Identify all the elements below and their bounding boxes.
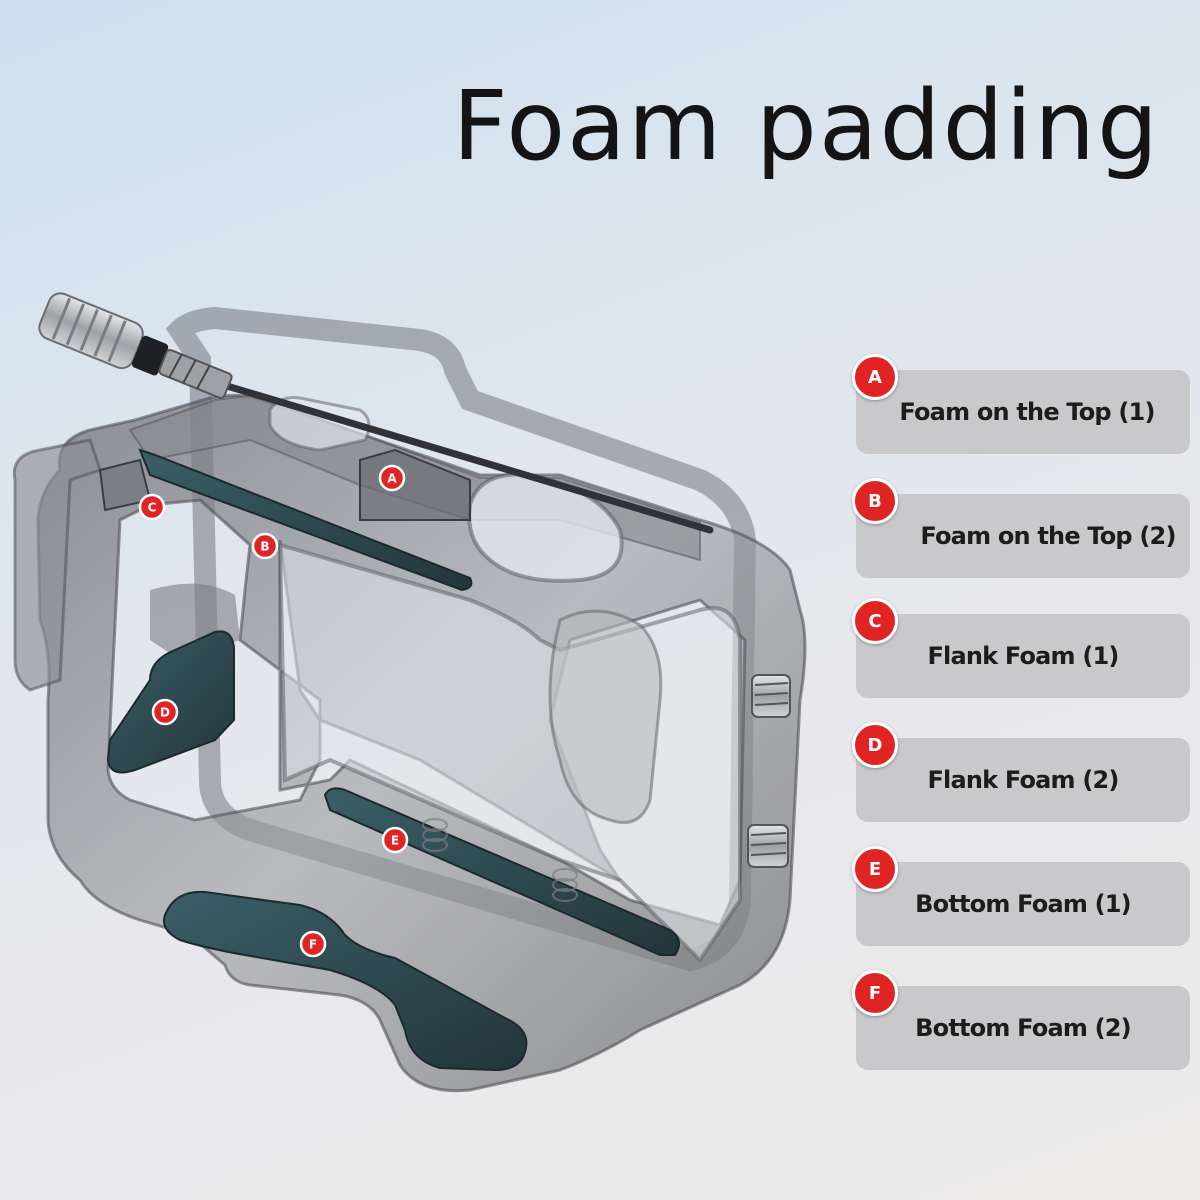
- legend-label-e: Bottom Foam (1): [915, 890, 1131, 918]
- legend-item-c: C Flank Foam (1): [852, 598, 1190, 698]
- legend-label-d: Flank Foam (2): [927, 766, 1119, 794]
- foam-pad-b: [138, 448, 473, 592]
- legend-item-d: D Flank Foam (2): [852, 722, 1190, 822]
- legend-badge-f: F: [852, 970, 898, 1016]
- legend-item-a: A Foam on the Top (1): [852, 354, 1190, 454]
- marker-f: F: [299, 930, 327, 958]
- legend-badge-c: C: [852, 598, 898, 644]
- marker-e: E: [381, 826, 409, 854]
- marker-letter: B: [260, 540, 269, 554]
- marker-circle: [151, 698, 179, 726]
- page-title: Foam padding: [452, 70, 1160, 182]
- legend-badge-d: D: [852, 722, 898, 768]
- foam-pad-e: [323, 787, 680, 956]
- marker-circle: [251, 532, 279, 560]
- marker-circle: [138, 493, 166, 521]
- legend-label-f: Bottom Foam (2): [915, 1014, 1131, 1042]
- legend-item-e: E Bottom Foam (1): [852, 846, 1190, 946]
- legend-label-a: Foam on the Top (1): [899, 398, 1155, 426]
- legend-badge-e: E: [852, 846, 898, 892]
- marker-circle: [378, 464, 406, 492]
- right-screws: [747, 674, 791, 868]
- marker-letter: A: [387, 472, 397, 486]
- marker-b: B: [251, 532, 279, 560]
- marker-circle: [381, 826, 409, 854]
- marker-letter: F: [309, 938, 317, 952]
- foam-pad-a: [359, 448, 471, 521]
- legend-item-f: F Bottom Foam (2): [852, 970, 1190, 1070]
- marker-letter: E: [391, 834, 399, 848]
- legend-badge-a: A: [852, 354, 898, 400]
- left-clip: [12, 438, 102, 692]
- side-cutout: [548, 609, 663, 824]
- marker-letter: C: [148, 501, 157, 515]
- marker-c: C: [138, 493, 166, 521]
- marker-circle: [299, 930, 327, 958]
- marker-a: A: [378, 464, 406, 492]
- bottom-screws: [422, 818, 578, 902]
- legend-label-c: Flank Foam (1): [927, 642, 1119, 670]
- marker-letter: D: [160, 706, 170, 720]
- legend-badge-b: B: [852, 478, 898, 524]
- marker-d: D: [151, 698, 179, 726]
- top-opening-small: [268, 396, 371, 452]
- legend-item-b: B Foam on the Top (2): [852, 478, 1190, 578]
- thumb-screw: [38, 292, 714, 534]
- legend-label-b: Foam on the Top (2): [920, 522, 1176, 550]
- foam-pad-f: [163, 890, 528, 1072]
